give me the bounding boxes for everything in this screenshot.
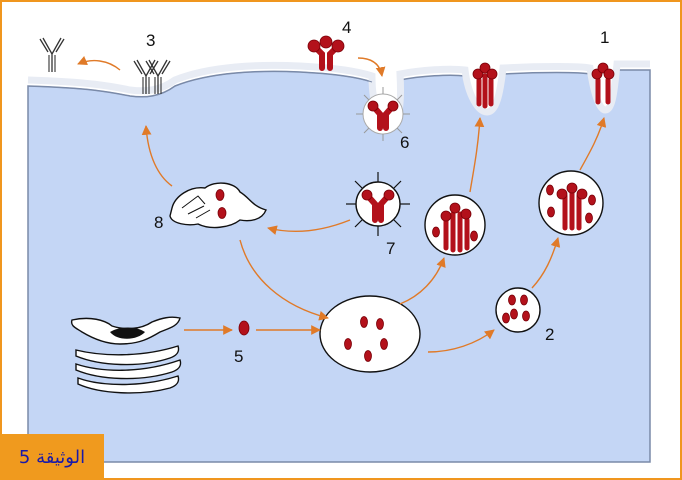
label-2: 2: [545, 325, 554, 344]
label-1: 1: [600, 28, 609, 47]
label-5: 5: [234, 347, 243, 366]
lysosome: [169, 182, 267, 229]
cytoplasm: [27, 69, 651, 463]
secretory-vesicle-small: [495, 287, 541, 333]
endocytic-pit: [356, 87, 410, 141]
label-7: 7: [386, 239, 395, 258]
sorting-compartment: [319, 295, 421, 373]
transport-vesicle: [238, 320, 250, 336]
document-label: الوثيقة 5: [0, 434, 104, 480]
secretory-vesicle-mature: [538, 170, 604, 236]
pathway-arrows: [77, 56, 607, 353]
label-8: 8: [154, 213, 163, 232]
label-4: 4: [342, 18, 351, 37]
extracellular-ligand: [307, 35, 345, 71]
coated-vesicle: [346, 172, 410, 236]
endoplasmic-reticulum: [70, 316, 182, 394]
secretory-vesicle-middle: [424, 194, 486, 256]
exocytosis-site-right: [591, 62, 615, 105]
exocytosis-site-middle: [472, 62, 498, 109]
plasma-membrane: [27, 60, 650, 129]
label-3: 3: [146, 31, 155, 50]
label-6: 6: [400, 133, 409, 152]
